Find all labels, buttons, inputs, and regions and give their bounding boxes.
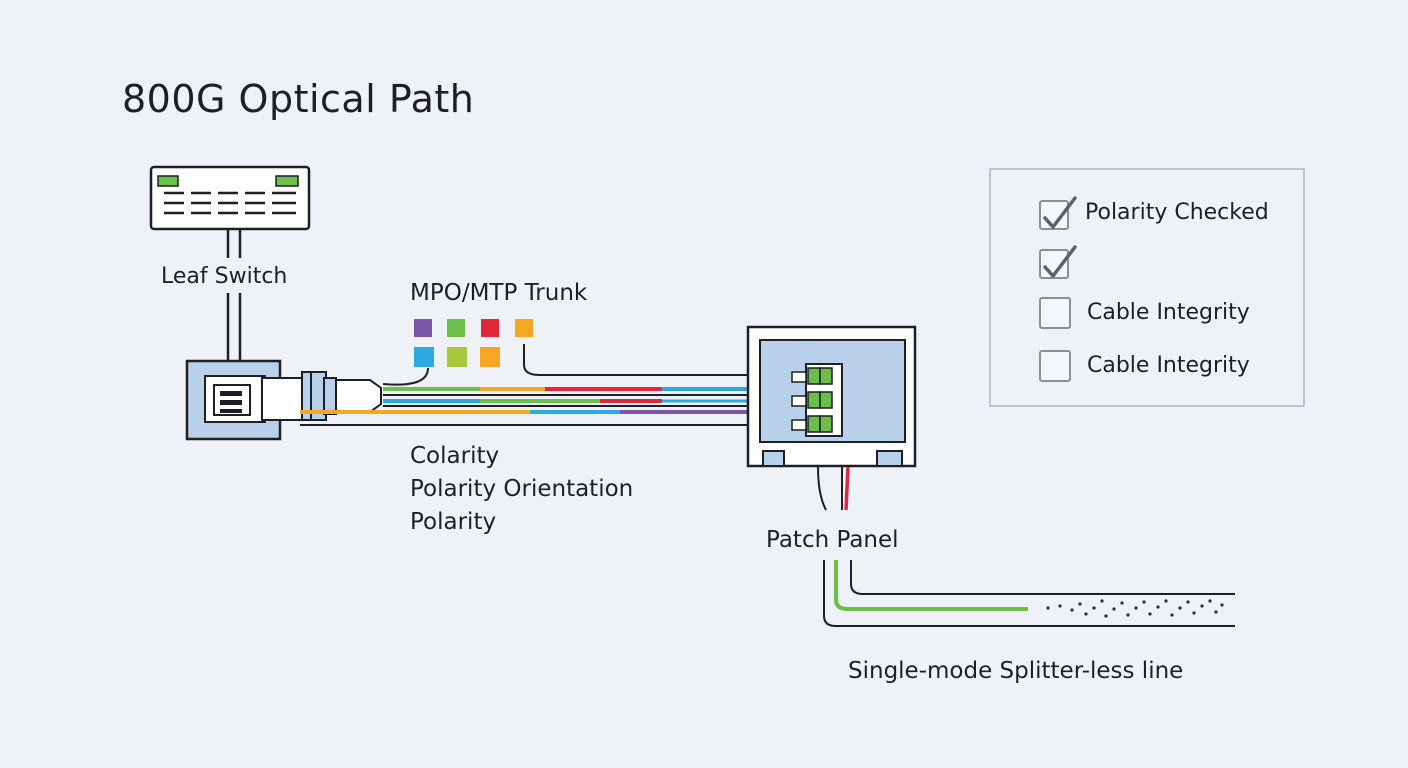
transceiver-module [185, 359, 382, 441]
leaf-switch [149, 165, 311, 231]
switch-led-right [275, 175, 299, 187]
checkbox[interactable] [1039, 350, 1071, 382]
leaf-switch-label: Leaf Switch [161, 264, 288, 289]
check-icon [1043, 196, 1077, 229]
checklist-item-label: Polarity Checked [1085, 200, 1269, 225]
page-title: 800G Optical Path [122, 77, 475, 121]
trunk-outline [300, 344, 792, 426]
trunk-label: MPO/MTP Trunk [410, 280, 588, 306]
checklist-item-label: Cable Integrity [1087, 300, 1250, 325]
checkbox[interactable] [1039, 245, 1077, 279]
checkbox[interactable] [1039, 196, 1077, 230]
checklist-item-label: Cable Integrity [1087, 353, 1250, 378]
polarity-label: Colarity [410, 443, 500, 469]
patch-panel-label: Patch Panel [766, 527, 899, 553]
polarity-label: Polarity [410, 509, 497, 535]
polarity-label: Polarity Orientation [410, 476, 634, 502]
patch-panel [746, 325, 917, 468]
switch-led-left [157, 175, 179, 187]
uplink-lines [226, 229, 242, 362]
check-icon [1043, 245, 1077, 278]
checkbox[interactable] [1039, 297, 1071, 329]
panel-ports [791, 367, 833, 433]
panel-down-leads [817, 466, 850, 511]
single-mode-line [823, 560, 1235, 627]
checklist-panel: Polarity Checked Cable Integrity Cable I… [989, 168, 1305, 407]
scatter-dots [1046, 599, 1224, 618]
fiber-color-key [414, 319, 533, 367]
single-mode-label: Single-mode Splitter-less line [848, 658, 1184, 684]
polarity-labels: Colarity Polarity Orientation Polarity [410, 440, 633, 539]
